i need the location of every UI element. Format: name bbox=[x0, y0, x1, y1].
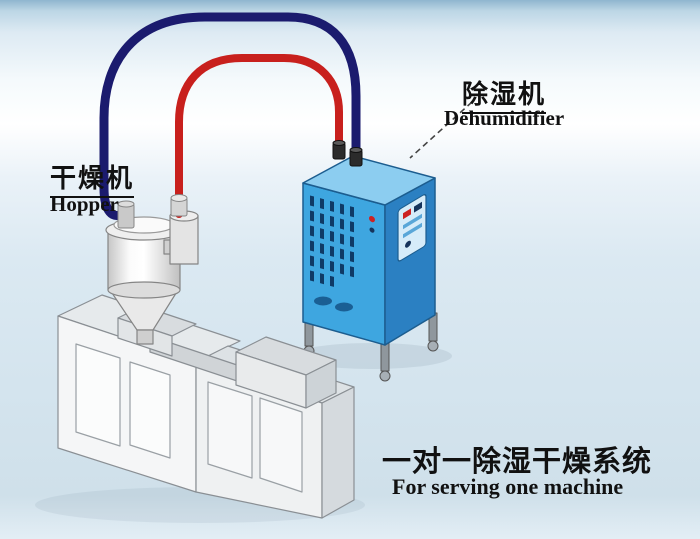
blue-pipe bbox=[99, 12, 361, 220]
panel-button-dark bbox=[414, 201, 422, 213]
machine-door bbox=[129, 361, 171, 459]
bottom-vent-oval bbox=[314, 296, 332, 306]
control-panel bbox=[397, 194, 427, 262]
caster-wheel bbox=[427, 340, 439, 352]
dehumidifier-cabinet bbox=[302, 155, 439, 382]
red-pipe bbox=[175, 54, 343, 218]
hopper-body-bottom bbox=[107, 281, 181, 299]
hopper-dryer bbox=[105, 210, 199, 345]
pipe-fittings bbox=[117, 140, 363, 229]
machine-door bbox=[75, 343, 121, 447]
leader-line bbox=[409, 101, 473, 159]
hopper-outlet bbox=[136, 329, 154, 345]
gearbox-side-face bbox=[305, 359, 337, 409]
panel-display bbox=[403, 222, 422, 239]
hopper-lid-fitting bbox=[117, 203, 135, 229]
machine-panel bbox=[259, 397, 303, 493]
system-title-cn: 一对一除湿干燥系统 bbox=[382, 444, 653, 478]
cabinet-top-face bbox=[302, 155, 436, 206]
dryer-label-en: Hopper bbox=[50, 192, 119, 216]
vent-louvers bbox=[310, 195, 375, 287]
bottom-vent-oval bbox=[335, 302, 353, 312]
panel-display bbox=[403, 213, 422, 230]
dehumidifier-label-en: Dehumidifier bbox=[444, 106, 565, 130]
caster-wheel bbox=[379, 370, 391, 382]
loader-body bbox=[169, 215, 199, 265]
dehumidifier-label-cn: 除湿机 bbox=[462, 74, 547, 114]
indicator-dot bbox=[369, 227, 375, 233]
panel-button-red bbox=[403, 208, 411, 220]
machine-panel bbox=[207, 381, 253, 479]
indicator-dot bbox=[369, 215, 375, 223]
dryer-label-cn: 干燥机 bbox=[50, 158, 135, 198]
system-title-en: For serving one machine bbox=[392, 474, 624, 499]
machine-end-face bbox=[321, 386, 355, 519]
panel-knob bbox=[405, 240, 411, 248]
